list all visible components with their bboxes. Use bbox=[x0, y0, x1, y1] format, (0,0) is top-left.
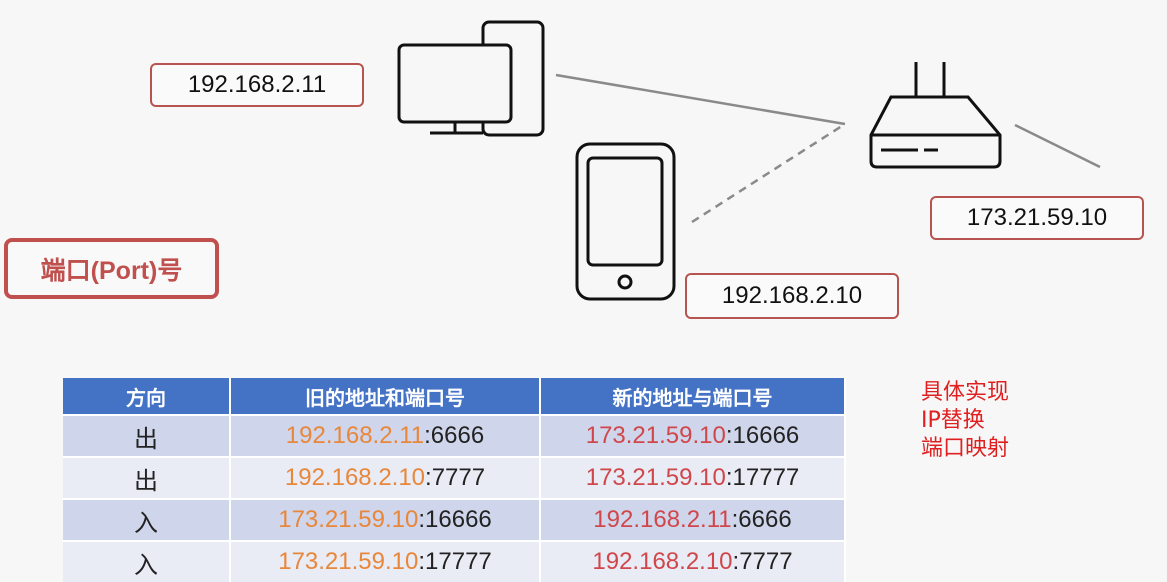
old-address-cell: 173.21.59.10:17777 bbox=[230, 540, 541, 582]
new-ip: 173.21.59.10 bbox=[585, 464, 726, 491]
old-ip: 192.168.2.10 bbox=[284, 464, 426, 491]
header-new-address: 新的地址与端口号 bbox=[540, 378, 846, 415]
old-ip: 192.168.2.11 bbox=[285, 422, 425, 449]
old-address-cell: 192.168.2.10:7777 bbox=[230, 456, 541, 499]
note-line: IP替换 bbox=[921, 408, 985, 433]
new-address-cell: 192.168.2.10:7777 bbox=[540, 540, 846, 582]
table-row: 出 192.168.2.11:6666 173.21.59.10:16666 bbox=[63, 414, 846, 457]
old-port: :16666 bbox=[418, 506, 492, 533]
new-ip: 192.168.2.11 bbox=[593, 506, 732, 533]
nat-mapping-table: 方向 旧的地址和端口号 新的地址与端口号 出 192.168.2.11:6666… bbox=[63, 378, 846, 582]
direction-cell: 入 bbox=[63, 498, 231, 541]
new-port: :7777 bbox=[732, 548, 793, 575]
implementation-notes: 具体实现 IP替换 端口映射 bbox=[921, 379, 1009, 463]
new-port: :17777 bbox=[725, 464, 800, 491]
header-direction: 方向 bbox=[63, 378, 231, 415]
old-address-cell: 173.21.59.10:16666 bbox=[230, 498, 541, 541]
header-old-address: 旧的地址和端口号 bbox=[230, 378, 541, 415]
table-row: 入 173.21.59.10:17777 192.168.2.10:7777 bbox=[63, 540, 846, 582]
new-address-cell: 173.21.59.10:16666 bbox=[540, 414, 846, 457]
direction-cell: 出 bbox=[63, 414, 231, 457]
router-icon bbox=[869, 62, 1002, 169]
new-address-cell: 173.21.59.10:17777 bbox=[540, 456, 846, 499]
note-line: 具体实现 bbox=[921, 380, 1010, 405]
phone-ip-label: 192.168.2.10 bbox=[685, 273, 899, 319]
old-port: :17777 bbox=[418, 548, 492, 575]
old-port: :7777 bbox=[425, 464, 486, 491]
new-port: :16666 bbox=[725, 422, 800, 449]
table-header-row: 方向 旧的地址和端口号 新的地址与端口号 bbox=[63, 378, 846, 415]
direction-cell: 出 bbox=[63, 456, 231, 499]
old-ip: 173.21.59.10 bbox=[278, 548, 419, 575]
old-port: :6666 bbox=[424, 422, 485, 449]
phone-icon bbox=[575, 142, 676, 301]
pc-ip-label: 192.168.2.11 bbox=[150, 63, 364, 107]
note-line: 端口映射 bbox=[921, 436, 1010, 461]
phone-router-wireless-link bbox=[691, 122, 846, 224]
router-public-ip-label: 173.21.59.10 bbox=[930, 196, 1144, 240]
table-row: 入 173.21.59.10:16666 192.168.2.11:6666 bbox=[63, 498, 846, 541]
direction-cell: 入 bbox=[63, 540, 231, 582]
router-internet-link bbox=[1014, 123, 1101, 169]
new-ip: 173.21.59.10 bbox=[585, 422, 726, 449]
pc-router-link bbox=[555, 73, 846, 126]
old-ip: 173.21.59.10 bbox=[278, 506, 419, 533]
new-ip: 192.168.2.10 bbox=[592, 548, 733, 575]
port-title: 端口(Port)号 bbox=[4, 238, 219, 299]
computer-icon bbox=[397, 20, 545, 137]
table-row: 出 192.168.2.10:7777 173.21.59.10:17777 bbox=[63, 456, 846, 499]
new-port: :6666 bbox=[731, 506, 792, 533]
old-address-cell: 192.168.2.11:6666 bbox=[230, 414, 541, 457]
new-address-cell: 192.168.2.11:6666 bbox=[540, 498, 846, 541]
